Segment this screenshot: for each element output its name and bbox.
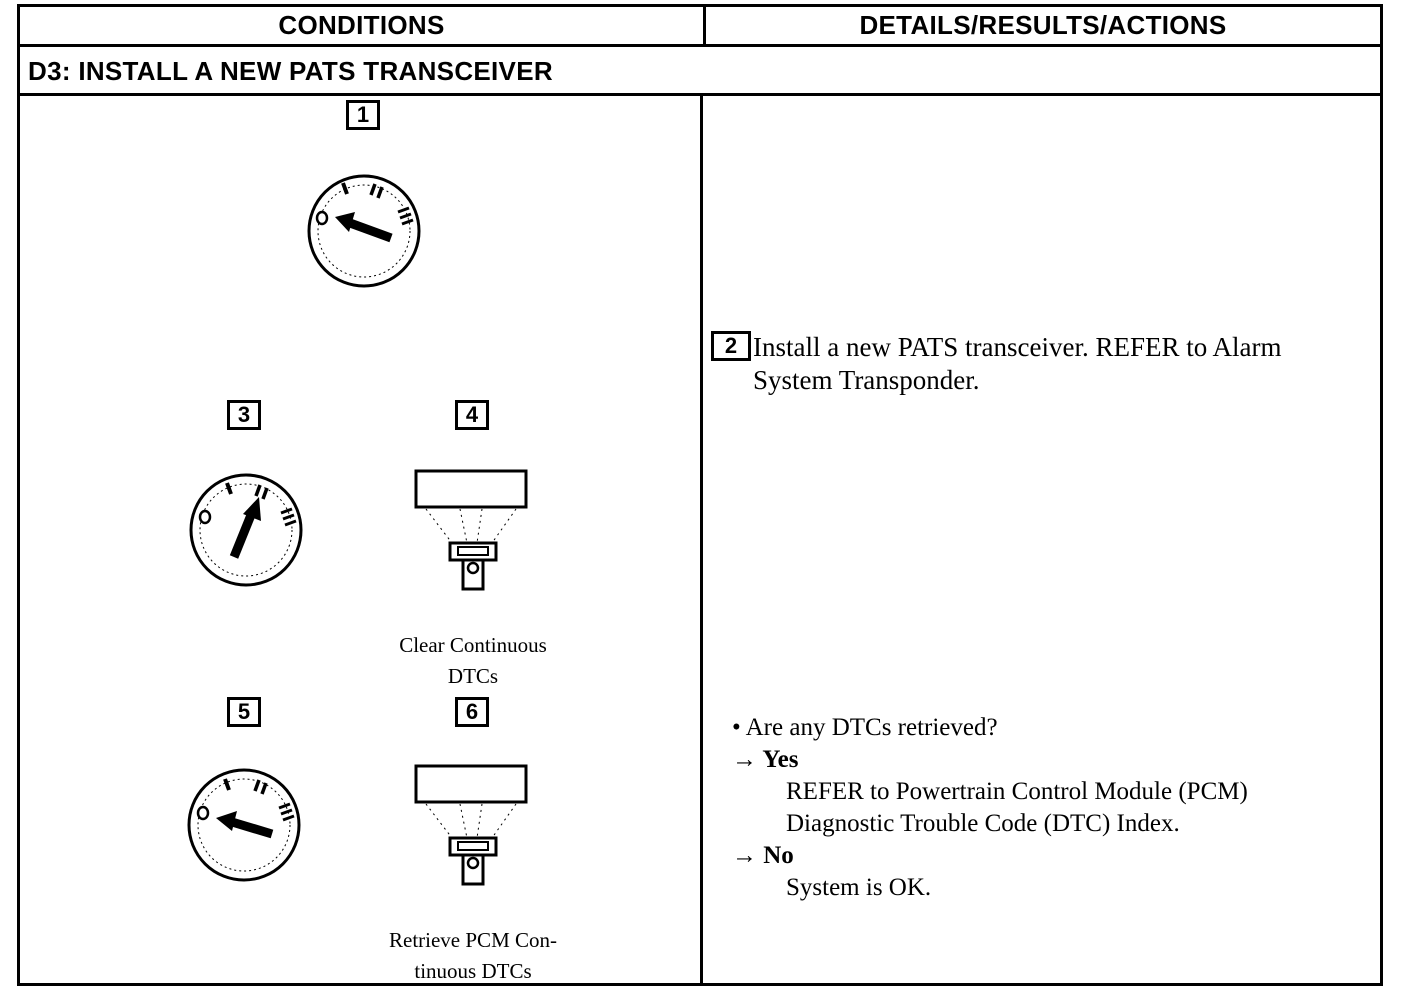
clear-dtcs-caption-line2: DTCs <box>447 664 499 688</box>
retrieve-dtcs-caption-line1: Retrieve PCM Con- <box>389 928 557 952</box>
step-badge-4: 4 <box>455 400 489 430</box>
body-column-divider <box>700 93 703 983</box>
ignition-switch-off-icon <box>307 174 421 288</box>
scan-tool-icon <box>414 764 528 886</box>
yes-result-line1: REFER to Powertrain Control Module (PCM) <box>786 778 1248 805</box>
step-badge-3: 3 <box>227 400 261 430</box>
clear-dtcs-caption-line1: Clear Continuous <box>399 633 547 657</box>
conditions-header: CONDITIONS <box>278 10 445 40</box>
ignition-switch-run-icon <box>189 473 303 587</box>
diagnostic-table: CONDITIONS DETAILS/RESULTS/ACTIONS D3: I… <box>17 4 1383 986</box>
header-divider <box>20 44 1380 47</box>
retrieve-dtcs-caption-line2: tinuous DTCs <box>414 959 532 983</box>
step-badge-2: 2 <box>711 331 751 361</box>
header-column-divider <box>703 7 706 44</box>
step-badge-5: 5 <box>227 697 261 727</box>
ignition-switch-off-icon <box>187 768 301 882</box>
details-header: DETAILS/RESULTS/ACTIONS <box>859 10 1227 40</box>
action-install-line1: Install a new PATS transceiver. REFER to… <box>753 332 1282 362</box>
dtc-question: • Are any DTCs retrieved? <box>732 714 998 741</box>
no-label: → No <box>732 842 794 869</box>
yes-label: → Yes <box>732 746 799 773</box>
step-badge-6: 6 <box>455 697 489 727</box>
step-title: D3: INSTALL A NEW PATS TRANSCEIVER <box>28 55 553 86</box>
action-install-line2: System Transponder. <box>753 365 980 395</box>
step-badge-1: 1 <box>346 100 380 130</box>
scan-tool-icon <box>414 469 528 591</box>
no-result-line1: System is OK. <box>786 874 932 901</box>
yes-result-line2: Diagnostic Trouble Code (DTC) Index. <box>786 810 1180 837</box>
